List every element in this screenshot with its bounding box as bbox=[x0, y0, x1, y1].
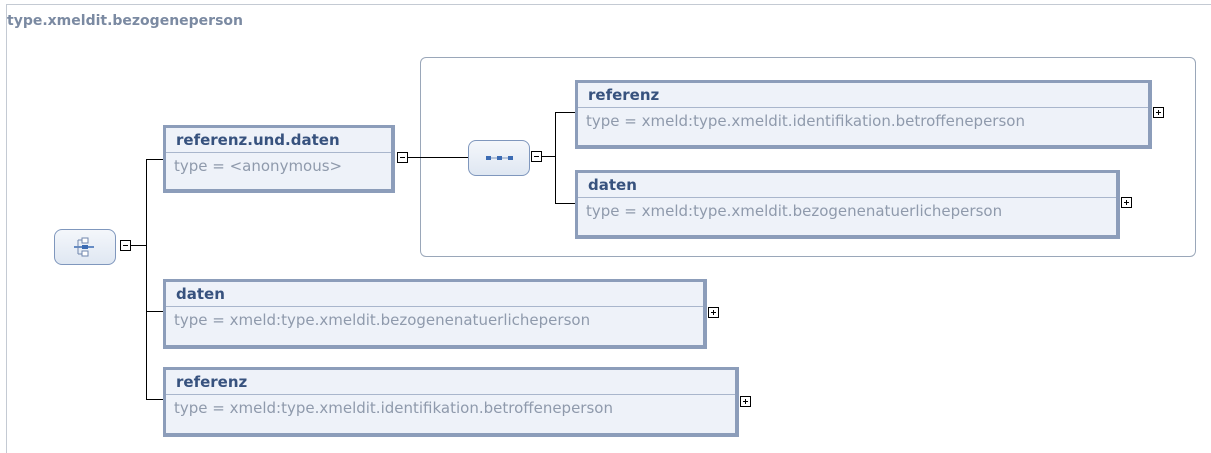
expand-toggle-referenz-choice[interactable] bbox=[740, 396, 751, 407]
diagram-frame bbox=[6, 4, 1211, 453]
element-type: type = xmeld:type.xmeldit.identifikation… bbox=[586, 112, 1025, 130]
collapse-toggle-choice[interactable] bbox=[120, 240, 131, 251]
connector-line bbox=[146, 399, 163, 400]
element-name: referenz bbox=[578, 83, 1148, 108]
element-referenz-sequence[interactable]: referenz type = xmeld:type.xmeldit.ident… bbox=[575, 80, 1152, 149]
connector-line bbox=[146, 159, 163, 160]
element-type: type = xmeld:type.xmeldit.bezogenenatuer… bbox=[586, 202, 1003, 220]
connector-line bbox=[146, 311, 163, 312]
choice-compositor-icon[interactable] bbox=[54, 229, 116, 265]
connector-line bbox=[542, 156, 556, 157]
element-referenz-und-daten[interactable]: referenz.und.daten type = <anonymous> bbox=[163, 125, 395, 193]
connector-line bbox=[131, 245, 146, 246]
collapse-toggle-sequence[interactable] bbox=[531, 151, 542, 162]
element-name: referenz.und.daten bbox=[166, 128, 391, 153]
connector-line bbox=[146, 159, 147, 400]
element-type: type = <anonymous> bbox=[174, 157, 343, 175]
diagram-title: type.xmeldit.bezogeneperson bbox=[7, 13, 243, 29]
element-type: type = xmeld:type.xmeldit.bezogenenatuer… bbox=[174, 311, 591, 329]
element-name: daten bbox=[578, 173, 1116, 198]
expand-toggle-referenz-sequence[interactable] bbox=[1153, 107, 1164, 118]
connector-line bbox=[555, 112, 556, 204]
collapse-toggle-referenz-und-daten[interactable] bbox=[397, 152, 408, 163]
connector-line bbox=[408, 157, 469, 158]
expand-toggle-daten-sequence[interactable] bbox=[1121, 197, 1132, 208]
element-name: referenz bbox=[166, 370, 735, 395]
sequence-compositor-icon[interactable] bbox=[468, 140, 530, 176]
element-name: daten bbox=[166, 282, 703, 307]
expand-toggle-daten-choice[interactable] bbox=[708, 307, 719, 318]
element-daten-sequence[interactable]: daten type = xmeld:type.xmeldit.bezogene… bbox=[575, 170, 1120, 239]
connector-line bbox=[555, 112, 575, 113]
element-referenz-choice[interactable]: referenz type = xmeld:type.xmeldit.ident… bbox=[163, 367, 739, 437]
element-daten-choice[interactable]: daten type = xmeld:type.xmeldit.bezogene… bbox=[163, 279, 707, 349]
element-type: type = xmeld:type.xmeldit.identifikation… bbox=[174, 399, 613, 417]
connector-line bbox=[555, 203, 575, 204]
